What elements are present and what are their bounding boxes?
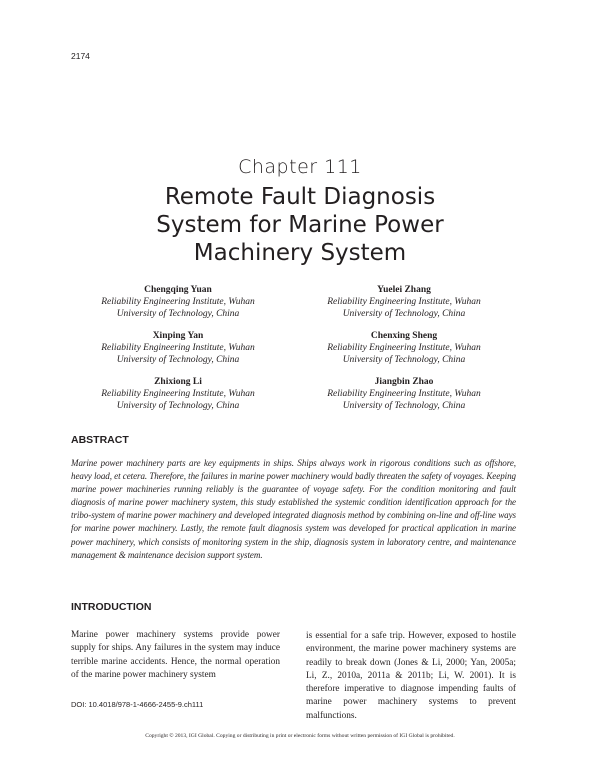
- author-name: Chenxing Sheng: [370, 331, 438, 341]
- author-affiliation: Reliability Engineering Institute, Wuhan: [101, 388, 255, 399]
- copyright-notice: Copyright © 2013, IGI Global. Copying or…: [145, 733, 455, 739]
- title-line: Machinery System: [193, 240, 407, 266]
- author-affiliation: University of Technology, China: [342, 400, 466, 411]
- author-affiliation: Reliability Engineering Institute, Wuhan: [101, 342, 255, 353]
- chapter-title: Remote Fault Diagnosis System for Marine…: [0, 183, 600, 267]
- author-name: Xinping Yan: [152, 331, 204, 341]
- author-block: Jiangbin Zhao Reliability Engineering In…: [294, 377, 514, 412]
- abstract-heading: ABSTRACT: [71, 434, 129, 446]
- author-name: Zhixiong Li: [154, 377, 202, 387]
- author-name: Chengqing Yuan: [144, 285, 212, 295]
- introduction-heading: INTRODUCTION: [71, 601, 152, 613]
- author-affiliation: Reliability Engineering Institute, Wuhan: [101, 296, 255, 307]
- introduction-text-right: is essential for a safe trip. However, e…: [306, 631, 516, 721]
- author-affiliation: University of Technology, China: [116, 354, 240, 365]
- author-affiliation: University of Technology, China: [116, 400, 240, 411]
- abstract-text: Marine power machinery parts are key equ…: [71, 458, 516, 560]
- introduction-text-left: Marine power machinery systems provide p…: [71, 630, 280, 680]
- author-affiliation: Reliability Engineering Institute, Wuhan: [327, 296, 481, 307]
- author-block: Zhixiong Li Reliability Engineering Inst…: [68, 377, 288, 412]
- author-block: Xinping Yan Reliability Engineering Inst…: [68, 331, 288, 366]
- page-number: 2174: [71, 51, 90, 61]
- author-name: Yuelei Zhang: [377, 285, 431, 295]
- author-affiliation: Reliability Engineering Institute, Wuhan: [327, 342, 481, 353]
- author-affiliation: University of Technology, China: [342, 308, 466, 319]
- doi: DOI: 10.4018/978-1-4666-2455-9.ch111: [71, 700, 204, 709]
- author-block: Chenxing Sheng Reliability Engineering I…: [294, 331, 514, 366]
- title-line: System for Marine Power: [156, 212, 444, 238]
- title-line: Remote Fault Diagnosis: [164, 184, 436, 210]
- author-name: Jiangbin Zhao: [374, 377, 434, 387]
- author-affiliation: University of Technology, China: [342, 354, 466, 365]
- chapter-label: Chapter 111: [238, 156, 362, 178]
- author-block: Chengqing Yuan Reliability Engineering I…: [68, 285, 288, 320]
- author-block: Yuelei Zhang Reliability Engineering Ins…: [294, 285, 514, 320]
- author-affiliation: Reliability Engineering Institute, Wuhan: [327, 388, 481, 399]
- author-affiliation: University of Technology, China: [116, 308, 240, 319]
